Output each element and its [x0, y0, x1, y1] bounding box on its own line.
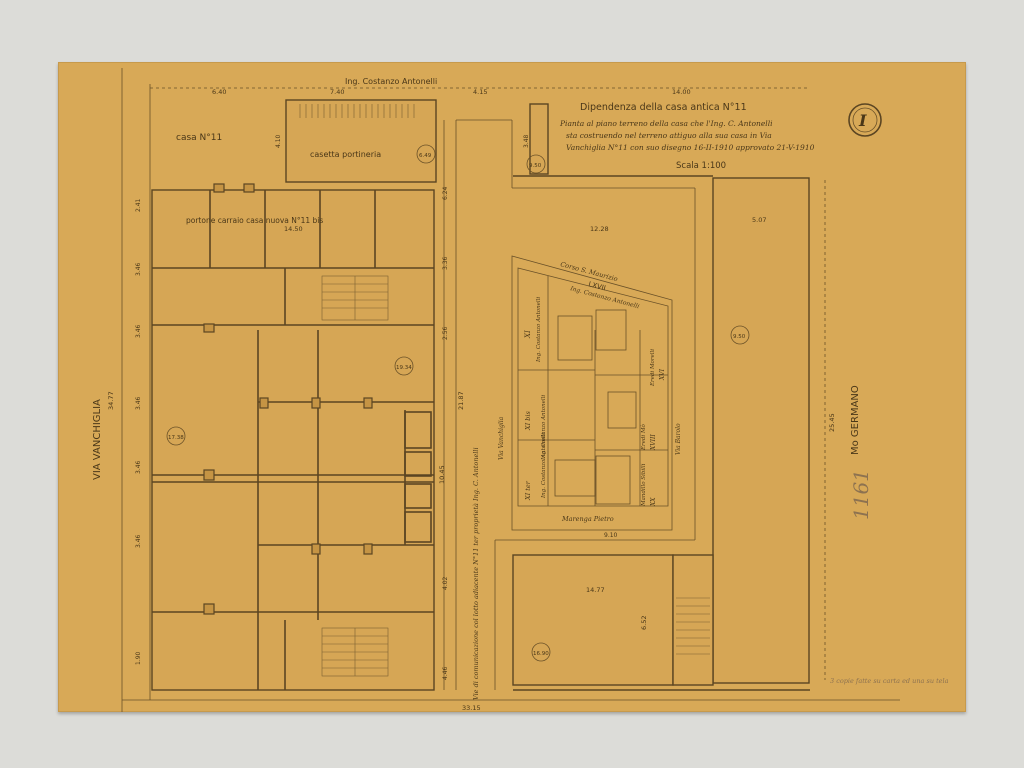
description-line-1: Pianta al piano terreno della casa che l… [559, 119, 773, 128]
dim-porter-height: 4.10 [275, 134, 282, 148]
inset-lot-a-owner: Ing. Costanzo Antonelli [536, 297, 542, 363]
margin-note: Vie di comunicazione col lotto adiacente… [472, 447, 480, 700]
porter-stair-hatch [299, 104, 415, 118]
dim-cv1: 6.24 [442, 186, 449, 200]
dim-v5: 3.46 [135, 460, 142, 474]
dim-inner-top: 14.50 [284, 225, 303, 233]
courtyard-building [512, 554, 674, 686]
right-building [712, 177, 810, 684]
dim-cv5: 4.46 [442, 666, 449, 680]
inset-lot-f-owner: Mandillo Sibilli [641, 463, 647, 507]
dim-v2: 3.46 [135, 262, 142, 276]
description-line-3: Vanchiglia N°11 con suo disegno 16-II-19… [566, 143, 815, 152]
room-label-3: 19.34 [396, 365, 412, 371]
dim-top-small: 3.48 [523, 134, 530, 148]
sheet-number: I [858, 111, 867, 130]
room-label-2: 9.50 [529, 163, 542, 169]
street-left-label: VIA VANCHIGLIA [92, 399, 103, 480]
stair-lower [321, 627, 389, 677]
casa-label: casa N°11 [176, 133, 222, 143]
sheet-number-circle [848, 103, 882, 137]
front-row-walls [152, 190, 434, 690]
corridor-lines [443, 119, 696, 690]
dim-v1: 2.41 [135, 198, 142, 212]
room-label-4: 17.38 [168, 435, 184, 441]
portone-label: portone carraio casa nuova N°11 bis [186, 216, 323, 225]
dim-v6: 3.46 [135, 534, 142, 548]
room-circles [166, 144, 750, 662]
dim-v3: 3.46 [135, 324, 142, 338]
dim-top-1: 6.40 [212, 88, 226, 96]
small-annex [529, 103, 549, 175]
dim-left-height: 34.77 [107, 391, 115, 410]
inset-lot-d: XVI [659, 368, 666, 381]
dim-top-4: 14.00 [672, 88, 691, 96]
dim-bottom-total: 33.15 [462, 704, 481, 712]
dim-mid-vertical: 10.45 [438, 465, 446, 484]
portineria-label: casetta portineria [310, 150, 381, 159]
room-label-5: 9.50 [733, 334, 746, 340]
dim-cv4: 4.02 [442, 576, 449, 590]
dim-courtyard-width: 14.77 [586, 586, 605, 594]
street-right-label: Mo GERMANO [850, 385, 861, 455]
courtyard-stairs [676, 597, 710, 655]
pillars [203, 183, 373, 615]
inset-lot-b-owner: Ing. Costanzo Antonelli [541, 395, 547, 461]
dim-v7: 1.90 [135, 651, 142, 665]
inset-lot-e-owner: Eredi Mò [640, 423, 647, 451]
porter-house [285, 99, 437, 183]
room-label-1: 6.49 [419, 153, 432, 159]
inset-lot-f: XX [650, 497, 657, 507]
dim-v4: 3.46 [135, 396, 142, 410]
pencil-note: 3 copie fatte su carta ed una su tela [830, 677, 949, 685]
inset-lot-c: XI ter [524, 480, 532, 501]
handwritten-number: 1161 [849, 469, 873, 520]
dim-center-height: 21.87 [457, 391, 465, 410]
scale-text: Scala 1:100 [676, 161, 726, 171]
inset-bottom-owner: Marenga Pietro [561, 515, 614, 523]
dim-plan-width: 9.10 [604, 532, 618, 539]
stair-upper [321, 275, 389, 321]
inset-lot-b: XI bis [524, 410, 532, 431]
inset-left-street: Via Vanchiglia [498, 416, 505, 460]
main-block [151, 189, 435, 691]
sheet-title: Dipendenza della casa antica N°11 [580, 102, 747, 113]
dim-top-2: 7.40 [330, 88, 344, 96]
dim-cv2: 3.36 [442, 256, 449, 270]
service-cells [404, 411, 432, 543]
dim-cv3: 2.56 [442, 326, 449, 340]
inset-lot-c-owner: Ing. Costanzo Antonelli [541, 433, 547, 499]
description-line-2: sta costruendo nel terreno attiguo alla … [566, 131, 772, 140]
inset-lot-a: XI [524, 330, 532, 339]
inset-right-street: Via Barolo [675, 423, 682, 455]
inset-lot-e: XVIII [650, 434, 657, 451]
room-label-6: 16.90 [533, 651, 549, 657]
courtyard-stair-block [672, 554, 714, 686]
engineer-top-text: Ing. Costanzo Antonelli [345, 77, 437, 86]
inset-lot-d-owner: Eredi Morelli [650, 349, 656, 387]
dim-courtyard-small: 6.52 [640, 616, 648, 630]
site-plan-inset [511, 255, 673, 531]
sheet-number-inner-circle [852, 107, 878, 133]
dim-right-width: 5.07 [752, 216, 766, 224]
dim-top-3: 4.15 [473, 88, 487, 96]
dim-mid-width: 12.28 [590, 225, 609, 233]
dim-right-height: 25.45 [828, 413, 836, 432]
